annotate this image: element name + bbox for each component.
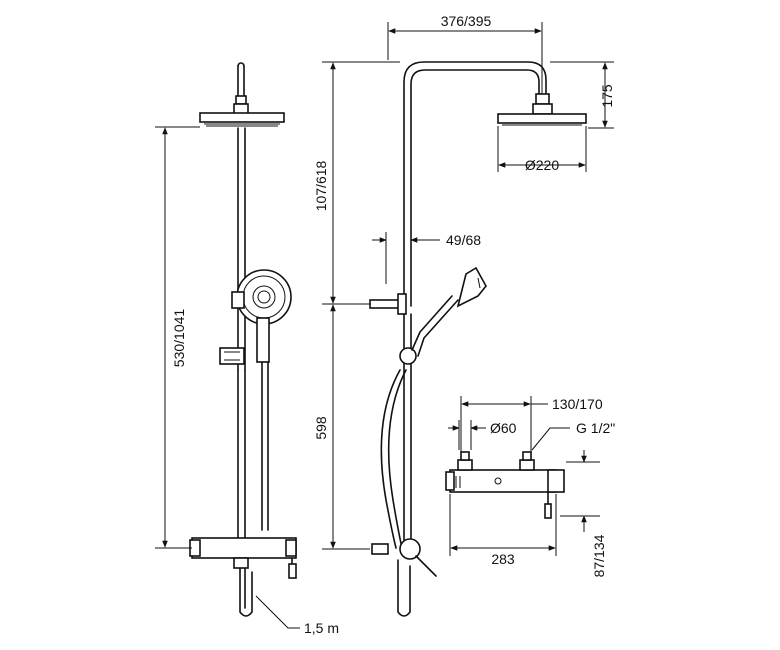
- dimension-inlet-diameter: Ø60: [448, 420, 517, 450]
- dimension-lower-height: 598: [313, 304, 370, 550]
- dimension-mixer-width: 283: [449, 494, 557, 567]
- rain-shower-head: [199, 112, 285, 123]
- label-hose-length: 1,5 m: [304, 620, 339, 636]
- rain-shower-head-side: [497, 113, 587, 124]
- dimension-head-drop: 175: [550, 61, 615, 129]
- label-lower-height: 598: [313, 416, 329, 440]
- label-mixer-depth: 87/134: [591, 534, 607, 577]
- thermostatic-mixer-side: [371, 538, 437, 617]
- slide-holder: [219, 347, 245, 365]
- label-total-height: 530/1041: [171, 309, 187, 368]
- dimension-inlet-spacing: 130/170: [460, 396, 603, 452]
- mixer-detail: [445, 451, 565, 519]
- front-view: [189, 62, 297, 617]
- label-rail-offset: 49/68: [446, 232, 481, 248]
- dimension-hose-length: 1,5 m: [255, 595, 339, 636]
- label-mixer-width: 283: [491, 551, 515, 567]
- label-head-diameter: Ø220: [525, 157, 559, 173]
- dimension-upper-height: 107/618: [313, 61, 400, 305]
- hand-shower-side: [411, 266, 487, 357]
- dimension-rail-offset: 49/68: [372, 232, 481, 284]
- mixer-body: [449, 469, 557, 493]
- label-inlet-diameter: Ø60: [490, 420, 517, 436]
- dimension-total-height: 530/1041: [155, 126, 200, 549]
- dimension-mixer-depth: 87/134: [560, 450, 607, 577]
- label-inlet-spacing: 130/170: [552, 396, 603, 412]
- label-upper-height: 107/618: [313, 160, 329, 211]
- label-arm-reach: 376/395: [441, 13, 492, 29]
- label-thread: G 1/2": [576, 420, 615, 436]
- dimension-head-diameter: Ø220: [497, 126, 587, 173]
- label-head-drop: 175: [599, 84, 615, 108]
- hand-shower: [231, 269, 292, 363]
- dimension-thread: G 1/2": [531, 420, 615, 451]
- side-view: [369, 61, 587, 617]
- slide-holder-side: [399, 347, 417, 365]
- dimension-arm-reach: 376/395: [387, 13, 543, 94]
